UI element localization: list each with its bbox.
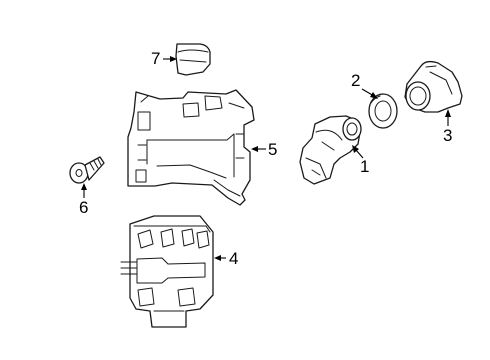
part-6-screw	[69, 156, 105, 184]
part-4-module	[120, 215, 214, 328]
callout-label-5: 5	[268, 140, 277, 159]
arrowhead-2	[370, 92, 378, 99]
callout-5: 5	[251, 140, 277, 159]
part-3-bezel	[404, 60, 463, 113]
callout-label-2: 2	[351, 71, 360, 90]
arrowhead-6	[81, 183, 87, 190]
callout-7: 7	[151, 49, 177, 68]
callout-label-4: 4	[229, 249, 238, 268]
arrowhead-7	[170, 56, 177, 62]
part-5-bracket	[127, 89, 255, 206]
callout-label-3: 3	[443, 126, 452, 145]
callout-label-6: 6	[79, 198, 88, 217]
callout-2: 2	[351, 71, 378, 99]
arrowhead-4	[214, 255, 221, 261]
callout-6: 6	[79, 183, 88, 217]
part-1-sensor	[299, 115, 362, 185]
arrowhead-1	[352, 145, 359, 153]
callout-4: 4	[214, 249, 238, 268]
callout-label-1: 1	[360, 157, 369, 176]
callout-1: 1	[352, 145, 369, 176]
callout-3: 3	[443, 109, 452, 145]
part-7-cap	[175, 43, 211, 76]
arrowhead-5	[251, 146, 258, 152]
part-2-ring	[368, 93, 398, 129]
leader-line-1	[355, 149, 364, 159]
callout-label-7: 7	[151, 49, 160, 68]
arrowhead-3	[445, 109, 451, 117]
